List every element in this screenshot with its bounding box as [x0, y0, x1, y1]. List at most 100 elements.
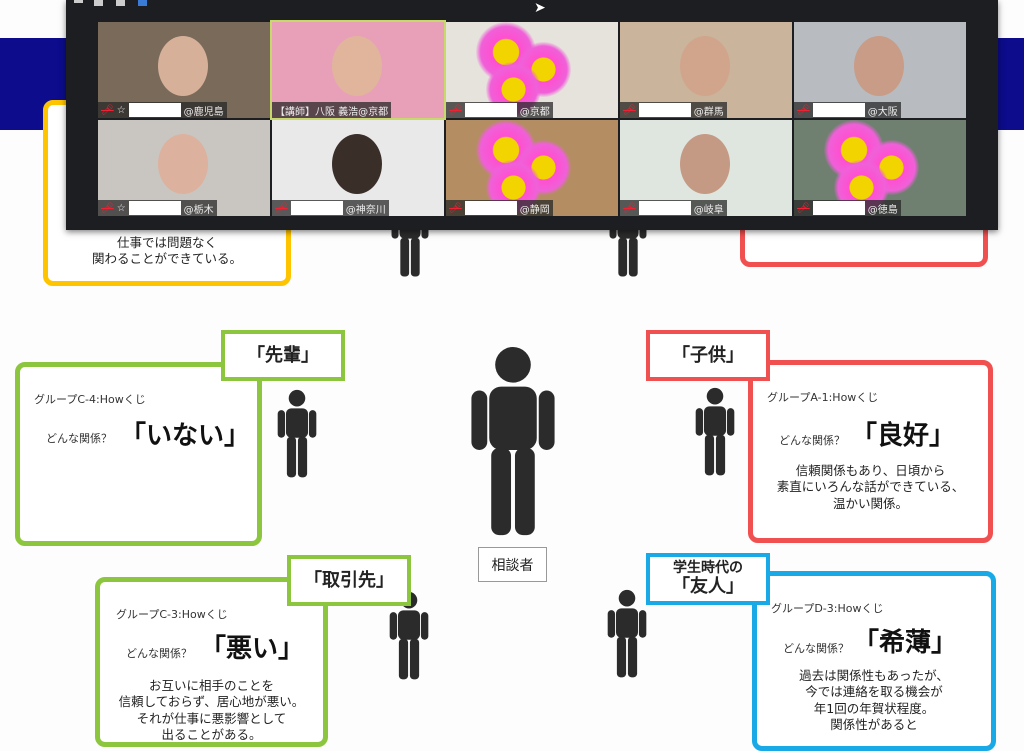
- participant-video: [158, 134, 208, 194]
- participant-name: @鹿児島: [183, 106, 224, 118]
- video-tile[interactable]: 【講師】八阪 義浩@京都: [270, 20, 446, 120]
- participant-name: @徳島: [867, 204, 898, 216]
- card-top-left-desc: 仕事では問題なく 関わることができている。: [48, 235, 286, 268]
- question-label: どんな関係？: [46, 432, 112, 445]
- question-label: どんな関係？: [126, 647, 192, 660]
- group-label: グループC-4:Howくじ: [34, 393, 146, 406]
- participant-video: [332, 134, 382, 194]
- redacted-name: [638, 201, 691, 215]
- muted-mic-icon: 🎤︎: [101, 202, 114, 214]
- tab-torihikisaki: 「取引先」: [287, 555, 411, 606]
- participant-video: [680, 134, 730, 194]
- card-torihikisaki: グループC-3:Howくじ どんな関係？ 「悪い」 お互いに相手のことを 信頼し…: [95, 577, 328, 747]
- muted-mic-icon: 🎤︎: [623, 104, 636, 116]
- tab-kodomo: 「子供」: [646, 330, 770, 381]
- participant-name-label: 🎤︎ @神奈川: [272, 200, 389, 216]
- desc-line: 関わることができている。: [91, 251, 242, 267]
- star-icon: ☆: [116, 202, 126, 214]
- muted-mic-icon: 🎤︎: [449, 202, 462, 214]
- desc-line: 今では連絡を取る機会が: [805, 684, 943, 700]
- desc-line: 出ることがある。: [161, 726, 262, 742]
- participant-name: 【講師】八阪 義浩@京都: [275, 106, 389, 118]
- person-figure: [604, 588, 650, 682]
- video-tile[interactable]: 🎤︎ @京都: [446, 22, 618, 118]
- desc-line: 素直にいろんな話ができている、: [776, 479, 965, 495]
- window-control[interactable]: [94, 0, 103, 6]
- participant-name: @岐阜: [693, 204, 724, 216]
- redacted-name: [464, 103, 517, 117]
- participant-name: @京都: [519, 106, 550, 118]
- tab-senpai: 「先輩」: [221, 330, 345, 381]
- participant-name: @群馬: [693, 106, 724, 118]
- redacted-name: [812, 103, 865, 117]
- video-tile[interactable]: 🎤︎ @大阪: [794, 22, 966, 118]
- participant-video: [680, 36, 730, 96]
- participant-name: @静岡: [519, 204, 550, 216]
- participant-name-label: 🎤︎ @徳島: [794, 200, 901, 216]
- participant-video: [158, 36, 208, 96]
- video-tile[interactable]: 🎤︎ @徳島: [794, 120, 966, 216]
- desc-line: それが仕事に悪影響として: [136, 710, 287, 726]
- group-label: グループC-3:Howくじ: [116, 608, 228, 621]
- participant-video: [854, 36, 904, 96]
- desc-line: お互いに相手のことを: [148, 678, 274, 693]
- video-gallery-window[interactable]: 🎤︎☆@鹿児島【講師】八阪 義浩@京都🎤︎@京都🎤︎@群馬🎤︎@大阪🎤︎☆@栃木…: [66, 0, 998, 230]
- redacted-name: [464, 201, 517, 215]
- question-label: どんな関係？: [779, 434, 845, 447]
- card-desc: 過去は関係性もあったが、 今では連絡を取る機会が 年1回の年賀状程度。 関係性が…: [757, 668, 991, 733]
- group-label: グループA-1:Howくじ: [767, 391, 879, 404]
- video-tile[interactable]: 🎤︎ @静岡: [446, 120, 618, 216]
- card-senpai: グループC-4:Howくじ どんな関係？ 「いない」: [15, 362, 262, 546]
- tab-line: 学生時代の: [673, 560, 743, 577]
- group-label: グループD-3:Howくじ: [771, 602, 884, 615]
- redacted-name: [128, 201, 181, 215]
- muted-mic-icon: 🎤︎: [797, 202, 810, 214]
- redacted-name: [812, 201, 865, 215]
- desc-line: 過去は関係性もあったが、: [799, 668, 949, 683]
- desc-line: 信頼しておらず、居心地が悪い。: [118, 694, 305, 710]
- redacted-name: [290, 201, 343, 215]
- card-desc: 信頼関係もあり、日頃から 素直にいろんな話ができている、 温かい関係。: [753, 463, 988, 512]
- tab-line: 「友人」: [672, 575, 744, 597]
- video-tile[interactable]: 🎤︎ @群馬: [620, 22, 792, 118]
- desc-line: 信頼関係もあり、日頃から: [795, 463, 946, 478]
- video-tile[interactable]: 🎤︎☆@栃木: [98, 120, 270, 216]
- person-figure: [692, 386, 738, 480]
- muted-mic-icon: 🎤︎: [449, 104, 462, 116]
- participant-name-label: 【講師】八阪 義浩@京都: [272, 102, 392, 118]
- participant-name: @大阪: [867, 106, 898, 118]
- minimize-control[interactable]: [74, 0, 83, 3]
- desc-line: 年1回の年賀状程度。: [813, 700, 935, 716]
- participant-name-label: 🎤︎ @群馬: [620, 102, 727, 118]
- participant-name-label: 🎤︎☆ @鹿児島: [98, 102, 227, 118]
- muted-mic-icon: 🎤︎: [623, 202, 636, 214]
- video-tile[interactable]: 🎤︎☆ @鹿児島: [98, 22, 270, 118]
- desc-line: 仕事では問題なく: [116, 235, 217, 250]
- participant-name-label: 🎤︎ @静岡: [446, 200, 553, 216]
- center-label: 相談者: [478, 547, 547, 582]
- participant-name-label: 🎤︎ @京都: [446, 102, 553, 118]
- participant-name: @神奈川: [345, 204, 386, 216]
- video-tile[interactable]: 🎤︎ @神奈川: [272, 120, 444, 216]
- gallery-view-icon[interactable]: [138, 0, 147, 6]
- muted-mic-icon: 🎤︎: [275, 202, 288, 214]
- participant-name-label: 🎤︎ @大阪: [794, 102, 901, 118]
- participant-name-label: 🎤︎☆@栃木: [98, 200, 217, 216]
- card-kodomo: グループA-1:Howくじ どんな関係？ 「良好」 信頼関係もあり、日頃から 素…: [748, 360, 993, 543]
- redacted-name: [128, 103, 181, 117]
- card-yujin: グループD-3:Howくじ どんな関係？ 「希薄」 過去は関係性もあったが、 今…: [752, 571, 996, 751]
- mouse-cursor-icon: ➤: [534, 0, 546, 16]
- desc-line: 関係性があると: [830, 716, 918, 732]
- window-control[interactable]: [116, 0, 125, 6]
- video-tile[interactable]: 🎤︎ @岐阜: [620, 120, 792, 216]
- question-label: どんな関係？: [783, 642, 849, 655]
- center-person-figure: [463, 345, 563, 543]
- muted-mic-icon: 🎤︎: [797, 104, 810, 116]
- card-desc: お互いに相手のことを 信頼しておらず、居心地が悪い。 それが仕事に悪影響として …: [100, 678, 323, 743]
- tab-yujin: 学生時代の 「友人」: [646, 553, 770, 605]
- star-icon: ☆: [116, 104, 126, 116]
- participant-name-label: 🎤︎ @岐阜: [620, 200, 727, 216]
- answer-text: 「希薄」: [853, 628, 958, 658]
- answer-text: 「いない」: [120, 421, 251, 451]
- muted-mic-icon: 🎤︎: [101, 104, 114, 116]
